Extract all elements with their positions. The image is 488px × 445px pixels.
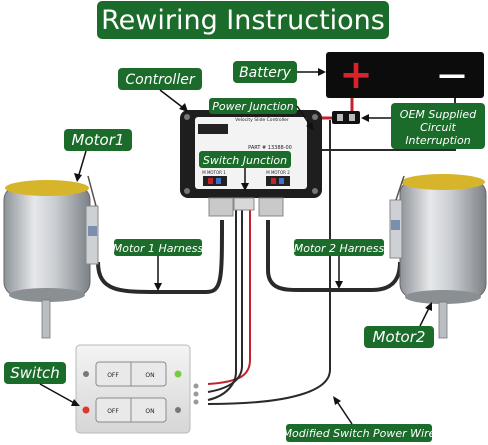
motor2-label: Motor2	[364, 302, 434, 348]
modified-wire-label: Modified Switch Power Wire	[283, 396, 436, 442]
controller-motor1-port-label: M MOTOR 1	[202, 170, 226, 175]
controller-motor2-port-label: M MOTOR 2	[266, 170, 290, 175]
switch-label-text: Switch	[10, 364, 60, 382]
switch-junction-label-text: Switch Junction	[203, 154, 287, 167]
power-junction-label: Power Junction	[209, 98, 314, 131]
switch-label: Switch	[4, 362, 80, 406]
modified-power-wire	[207, 120, 331, 405]
controller-header-text: Velocity Slide Controller	[235, 117, 289, 123]
controller-label: Controller	[118, 68, 202, 112]
switch2-on-text: ON	[145, 408, 154, 415]
motor1-harness-label-text: Motor 1 Harness	[113, 242, 204, 255]
wires	[96, 98, 456, 405]
motor2-label-text: Motor2	[373, 328, 426, 346]
switch-wire-black-b	[207, 198, 237, 401]
oem-circuit-interruption	[332, 111, 360, 124]
switch-junction-label: Switch Junction	[199, 151, 291, 191]
switch-wire-red	[207, 198, 251, 385]
title-banner: Rewiring Instructions	[97, 1, 389, 39]
motor2-harness-label: Motor 2 Harness	[294, 239, 385, 289]
switch1-on-text: ON	[145, 372, 154, 379]
motor1-harness-label: Motor 1 Harness	[113, 239, 204, 291]
battery: + —	[326, 52, 484, 98]
oem-label-line1: OEM Supplied	[400, 108, 477, 121]
motor2-harness-label-text: Motor 2 Harness	[294, 242, 385, 255]
battery-minus-sign: —	[438, 58, 466, 91]
controller-label-text: Controller	[125, 72, 195, 88]
title-text: Rewiring Instructions	[101, 5, 385, 36]
switch-wire-black-a	[207, 198, 243, 393]
switch2-off-text: OFF	[107, 408, 119, 415]
power-junction-label-text: Power Junction	[212, 100, 293, 113]
motor1-harness-wire	[96, 219, 224, 294]
motor1-label-text: Motor1	[72, 131, 125, 149]
switch-panel: OFF ON OFF ON	[75, 344, 199, 434]
oem-label-line2: Circuit	[420, 121, 456, 134]
motor2	[389, 174, 487, 339]
oem-label: OEM Supplied Circuit Interruption	[361, 103, 485, 149]
motor1-label: Motor1	[64, 129, 132, 182]
battery-label-text: Battery	[239, 65, 292, 81]
motor1	[3, 175, 99, 339]
controller-part-number: PART # 13388-00	[248, 145, 292, 151]
oem-label-line3: Interruption	[405, 134, 470, 147]
switch1-off-text: OFF	[107, 372, 119, 379]
battery-plus-sign: +	[339, 52, 373, 98]
motor2-harness-wire	[266, 220, 402, 292]
battery-label: Battery	[233, 61, 326, 83]
modified-wire-label-text: Modified Switch Power Wire	[283, 427, 436, 440]
